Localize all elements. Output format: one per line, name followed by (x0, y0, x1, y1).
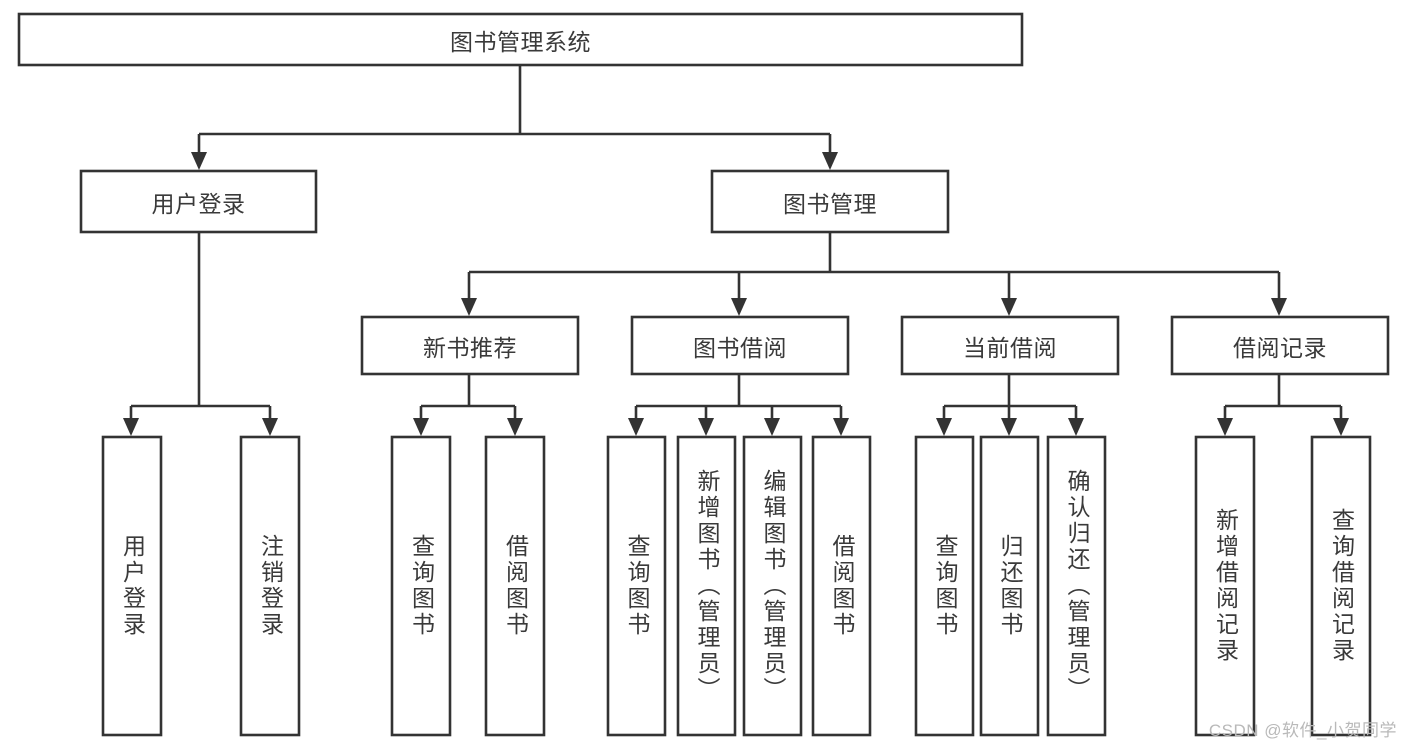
node-box-current-borrow[interactable] (900, 315, 1120, 376)
node-box-new-book-recommend[interactable] (360, 315, 580, 376)
arrowhead-leaf-user-login-1 (262, 418, 278, 436)
node-box-leaf-currentborrow-1[interactable] (979, 435, 1040, 737)
arrowhead-leaf-bookborrow-2 (764, 418, 780, 436)
arrowhead-book-mgmt (822, 152, 838, 170)
node-box-leaf-bookborrow-1[interactable] (676, 435, 737, 737)
arrowhead-leaf-newbook-1 (507, 418, 523, 436)
arrowhead-borrow-record (1271, 298, 1287, 316)
node-box-leaf-borrowrecord-0[interactable] (1194, 435, 1256, 737)
node-box-leaf-newbook-1[interactable] (484, 435, 546, 737)
arrowhead-book-borrow (731, 298, 747, 316)
node-box-borrow-record[interactable] (1170, 315, 1390, 376)
node-box-leaf-bookborrow-2[interactable] (742, 435, 803, 737)
arrowhead-user-login (191, 152, 207, 170)
arrowhead-leaf-currentborrow-1 (1001, 418, 1017, 436)
arrowhead-leaf-currentborrow-2 (1068, 418, 1084, 436)
node-box-leaf-bookborrow-0[interactable] (606, 435, 667, 737)
arrowhead-leaf-bookborrow-0 (628, 418, 644, 436)
arrowhead-current-borrow (1001, 298, 1017, 316)
node-box-leaf-newbook-0[interactable] (390, 435, 452, 737)
arrowhead-leaf-bookborrow-3 (833, 418, 849, 436)
arrowhead-leaf-borrowrecord-1 (1333, 418, 1349, 436)
arrowhead-leaf-user-login-0 (123, 418, 139, 436)
arrowhead-leaf-newbook-0 (413, 418, 429, 436)
arrowhead-leaf-borrowrecord-0 (1217, 418, 1233, 436)
node-box-leaf-borrowrecord-1[interactable] (1310, 435, 1372, 737)
node-box-leaf-currentborrow-0[interactable] (914, 435, 975, 737)
watermark-text: CSDN @软件_小贺同学 (1208, 721, 1397, 740)
node-box-leaf-bookborrow-3[interactable] (811, 435, 872, 737)
node-box-user-login[interactable] (79, 169, 318, 234)
node-box-book-borrow[interactable] (630, 315, 850, 376)
node-box-root[interactable] (17, 12, 1024, 67)
arrowhead-new-book-recommend (461, 298, 477, 316)
node-box-leaf-currentborrow-2[interactable] (1046, 435, 1107, 737)
node-box-leaf-user-login-0[interactable] (101, 435, 163, 737)
node-box-leaf-user-login-1[interactable] (239, 435, 301, 737)
arrowhead-leaf-bookborrow-1 (698, 418, 714, 436)
arrowhead-leaf-currentborrow-0 (936, 418, 952, 436)
node-box-book-management[interactable] (710, 169, 950, 234)
